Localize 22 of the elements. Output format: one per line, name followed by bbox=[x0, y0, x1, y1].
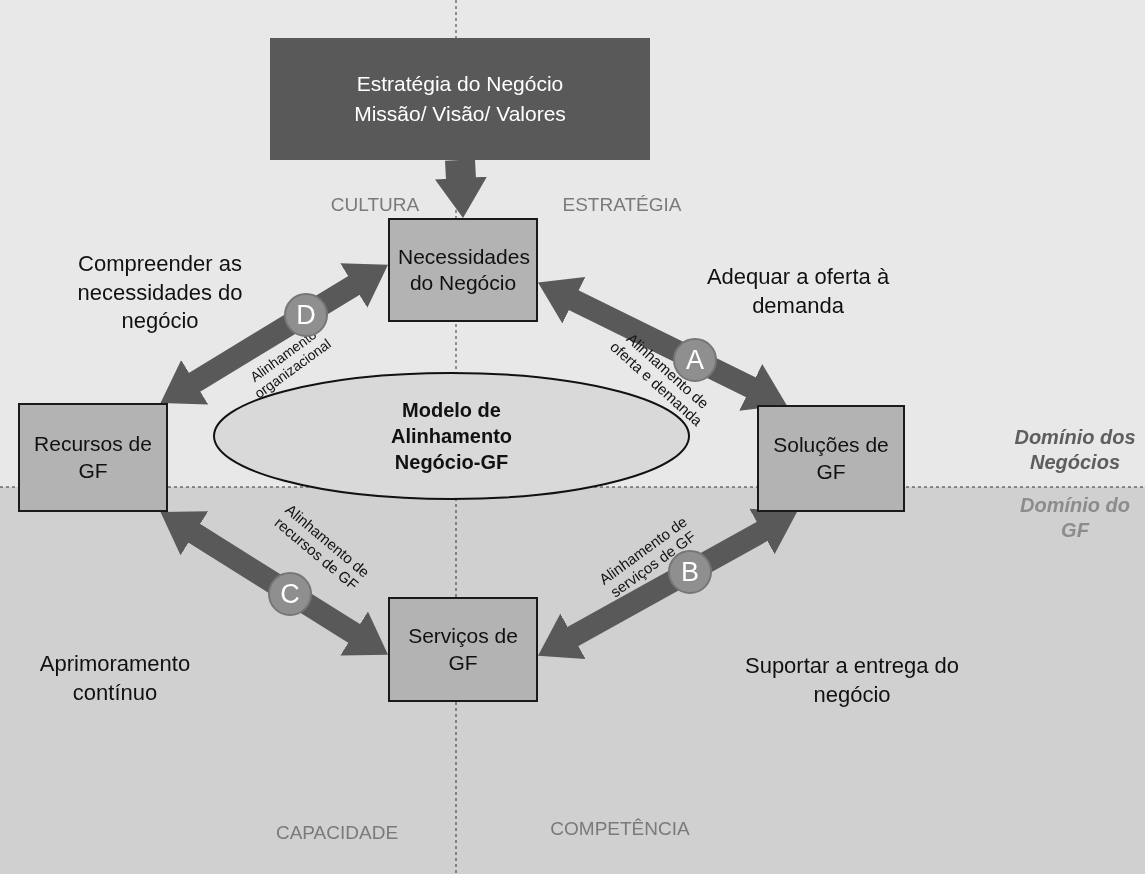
quadrant-label: COMPETÊNCIA bbox=[549, 818, 691, 840]
arrow bbox=[434, 159, 487, 219]
note-text: Aprimoramento contínuo bbox=[38, 650, 192, 707]
box-text: Serviços de GF bbox=[407, 623, 519, 676]
box-text: Necessidades do Negócio bbox=[398, 243, 528, 296]
quadrant-label: ESTRATÉGIA bbox=[561, 194, 683, 216]
note-text: Adequar a oferta à demanda bbox=[705, 263, 891, 320]
process-box bbox=[18, 403, 168, 512]
box-text: Estratégia do Negócio Missão/ Visão/ Valores bbox=[353, 70, 567, 127]
note-text: Suportar a entrega do negócio bbox=[743, 652, 960, 709]
strategy-box bbox=[270, 38, 650, 160]
process-box bbox=[388, 597, 538, 702]
process-box bbox=[388, 218, 538, 322]
quadrant-label: CULTURA bbox=[329, 194, 421, 216]
model-title: Modelo de Alinhamento Negócio-GF bbox=[389, 398, 514, 475]
box-text: Recursos de GF bbox=[33, 431, 153, 484]
domain-label: Domínio do GF bbox=[1019, 493, 1131, 543]
quadrant-label: CAPACIDADE bbox=[274, 822, 400, 844]
process-box bbox=[757, 405, 905, 512]
domain-label: Domínio dos Negócios bbox=[1013, 425, 1137, 475]
note-text: Compreender as necessidades do negócio bbox=[76, 250, 244, 336]
box-text: Soluções de GF bbox=[772, 432, 890, 485]
